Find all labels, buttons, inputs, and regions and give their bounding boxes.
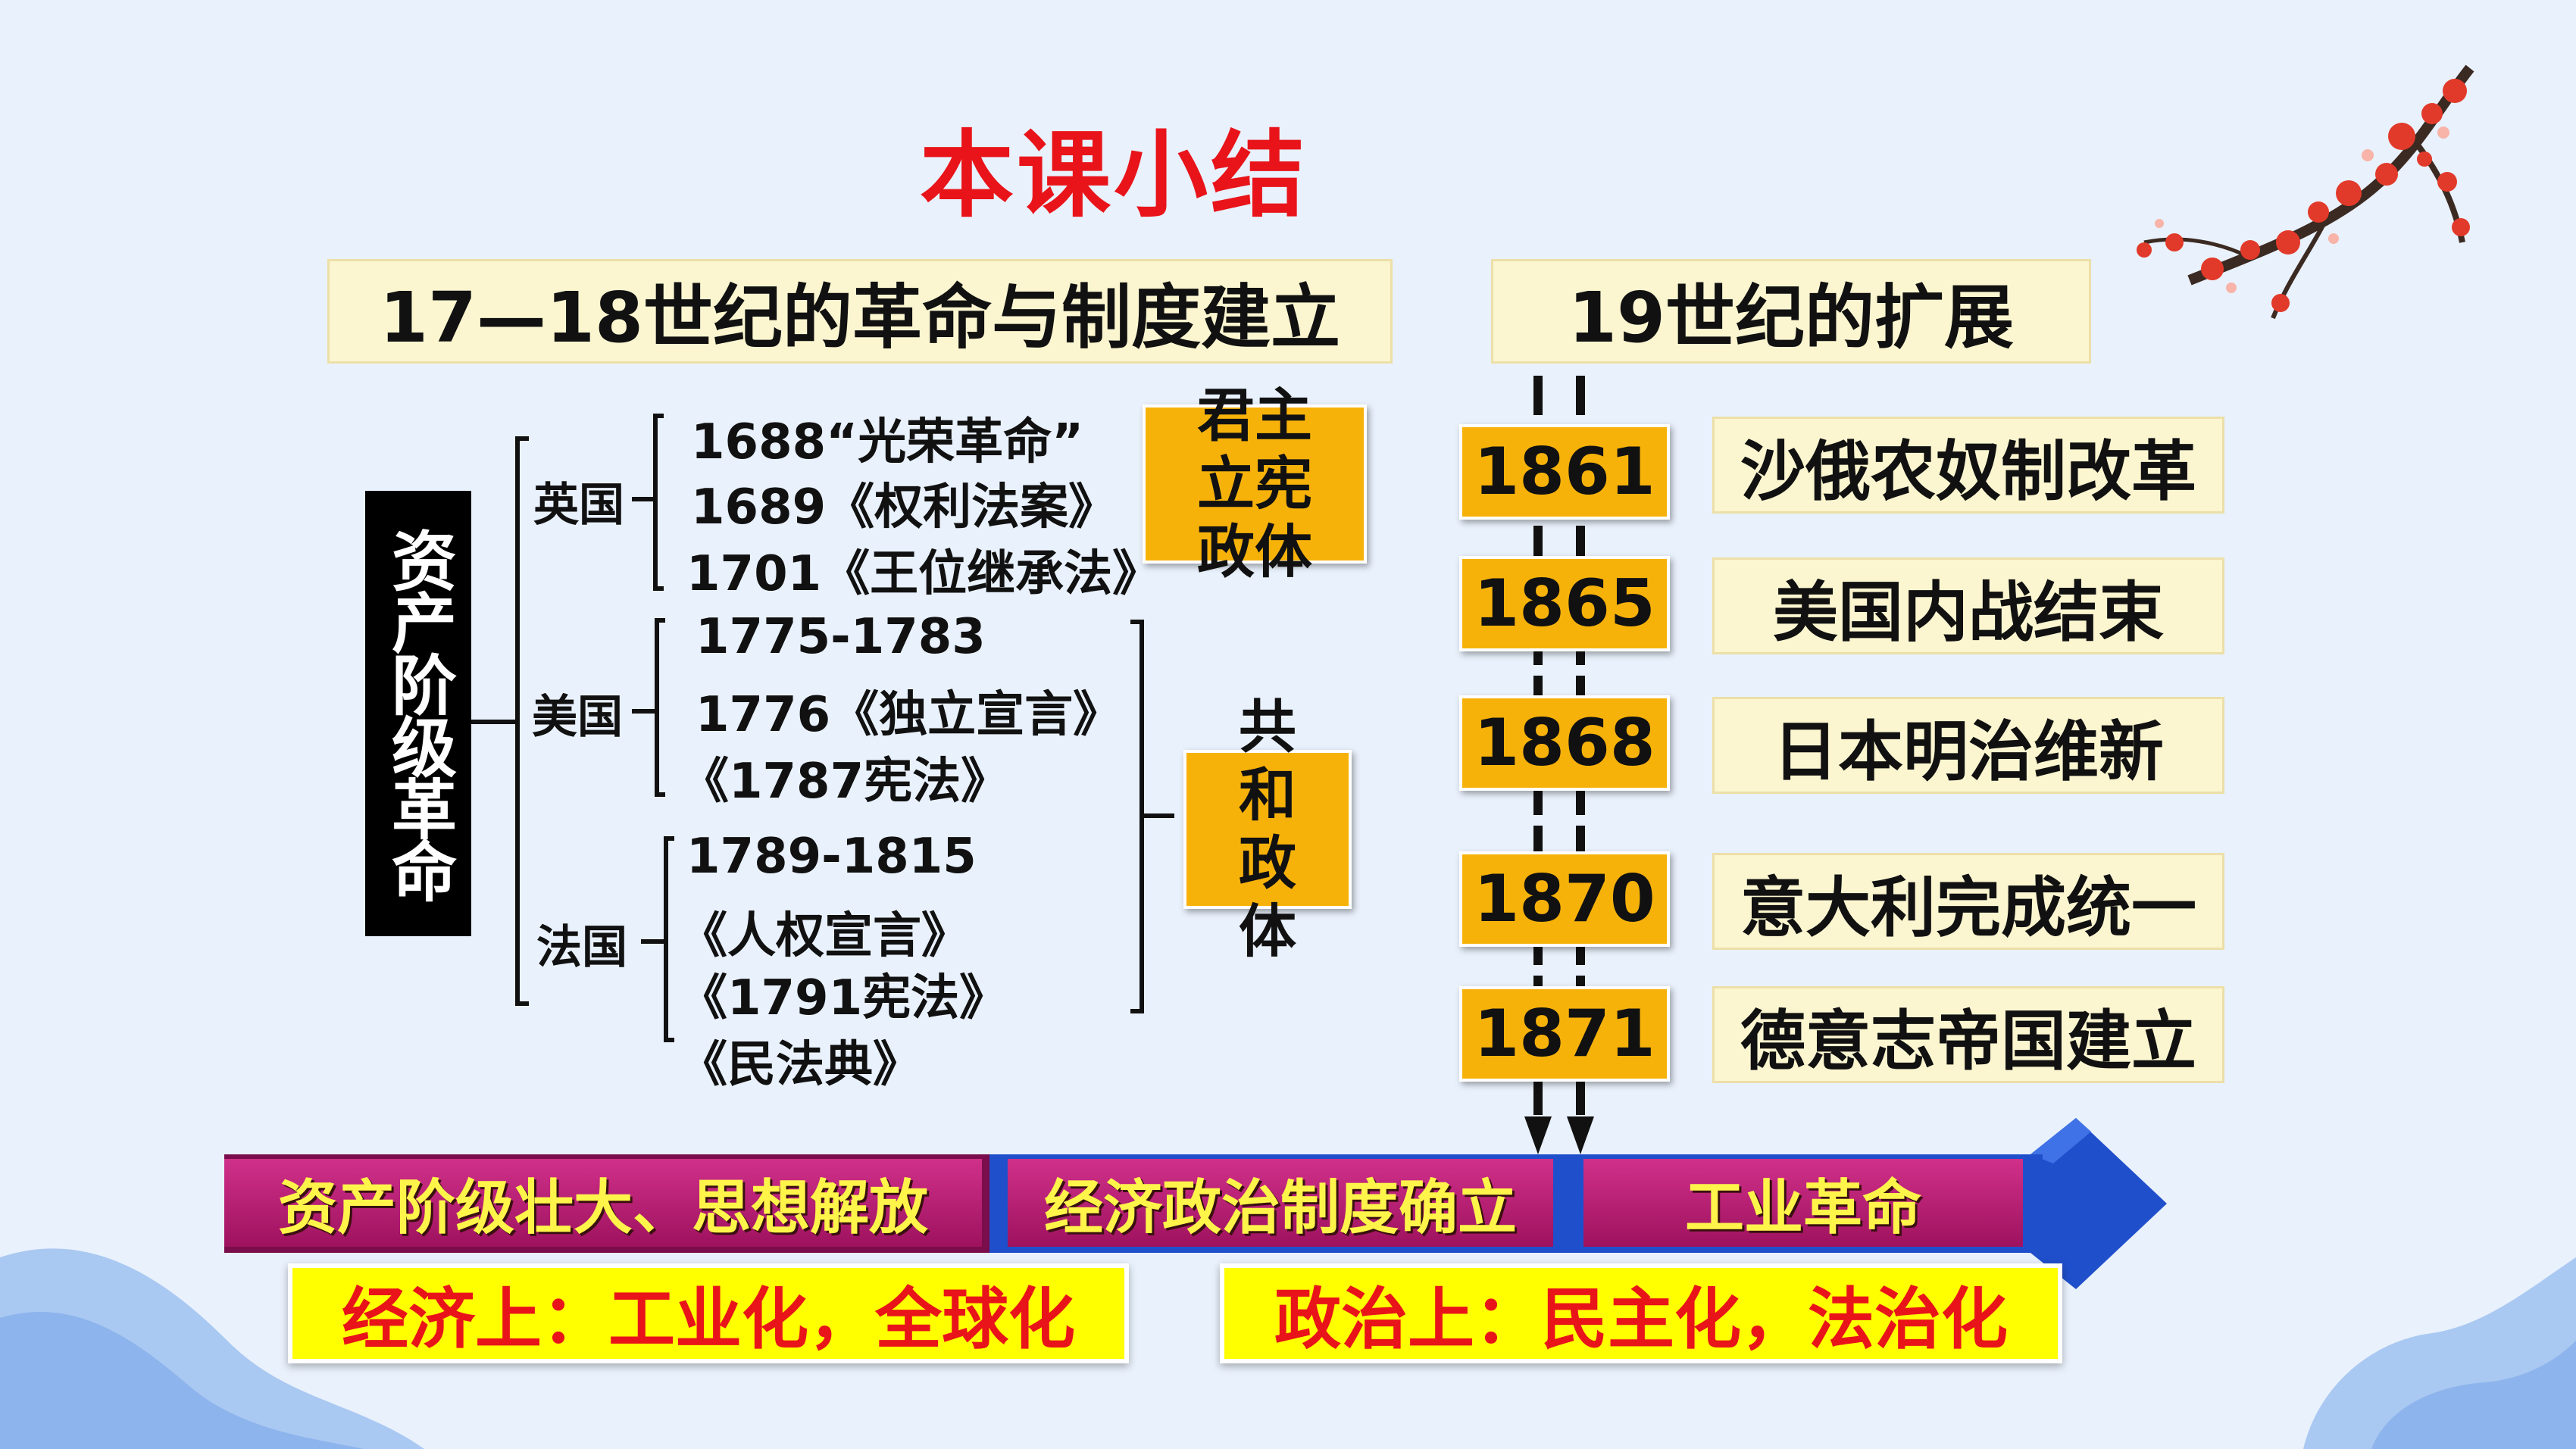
bracket-tick — [653, 414, 664, 418]
bracket-tick — [664, 1038, 674, 1042]
page-title: 本课小结 — [919, 121, 1308, 230]
connector-line — [641, 939, 665, 944]
event-box: 意大利完成统一 — [1712, 853, 2224, 950]
france-item: 《民法典》 — [679, 1037, 921, 1093]
bracket-tick — [1130, 620, 1144, 624]
country-usa: 美国 — [532, 691, 623, 744]
usa-item: 《1787宪法》 — [680, 754, 1010, 810]
bracket-tick — [655, 792, 665, 797]
timeline-arrowheads — [1524, 1116, 1594, 1154]
bracket-england — [653, 414, 658, 591]
band-segment-3: 工业革命 — [1583, 1159, 2023, 1247]
economic-summary-box: 经济上：工业化，全球化 — [288, 1263, 1129, 1363]
bracket-france — [664, 836, 668, 1042]
right-section-header: 19世纪的扩展 — [1491, 259, 2091, 364]
constitutional-monarchy-box: 君主立宪政体 — [1143, 382, 1367, 586]
left-section-header: 17—18世纪的革命与制度建立 — [327, 259, 1393, 364]
event-box: 德意志帝国建立 — [1712, 986, 2224, 1083]
event-box: 日本明治维新 — [1712, 697, 2224, 794]
bracket-tick — [664, 836, 674, 841]
republic-bracket — [1140, 620, 1144, 1013]
france-item: 《人权宣言》 — [679, 908, 970, 964]
england-item: 1689《权利法案》 — [691, 479, 1118, 536]
connector-line — [1143, 814, 1174, 818]
political-summary-box: 政治上：民主化，法治化 — [1220, 1263, 2062, 1363]
usa-item: 1775-1783 — [696, 609, 986, 665]
connector-line — [632, 497, 655, 501]
plum-blossom-decoration — [2137, 64, 2474, 320]
bracket-tick — [515, 436, 529, 441]
bracket-tick — [653, 586, 664, 591]
usa-item: 1776《独立宣言》 — [696, 687, 1122, 743]
year-box: 1868 — [1459, 695, 1670, 791]
event-box: 美国内战结束 — [1712, 557, 2224, 654]
bourgeois-revolution-label: 资产阶级革命 — [365, 491, 471, 936]
bracket-tick — [1130, 1009, 1144, 1013]
country-france: 法国 — [536, 921, 627, 974]
france-item: 《1791宪法》 — [679, 970, 1008, 1026]
bracket-usa — [655, 618, 659, 797]
main-bracket — [515, 436, 520, 1006]
england-item: 1701《王位继承法》 — [686, 546, 1161, 602]
connector-line — [632, 709, 655, 714]
wave-decoration-left — [0, 1248, 424, 1449]
band-segment-1: 资产阶级壮大、思想解放 — [224, 1159, 982, 1247]
year-box: 1865 — [1459, 556, 1670, 651]
year-box: 1870 — [1459, 851, 1670, 947]
wave-decoration-right — [2303, 1257, 2576, 1449]
band-segment-2: 经济政治制度确立 — [1008, 1159, 1553, 1247]
event-box: 沙俄农奴制改革 — [1712, 417, 2224, 514]
bracket-tick — [515, 1001, 529, 1006]
bracket-tick — [655, 618, 665, 623]
england-item: 1688“光荣革命” — [691, 414, 1084, 470]
republic-box: 共和政体 — [1183, 693, 1352, 965]
year-box: 1871 — [1459, 986, 1670, 1082]
year-box: 1861 — [1459, 424, 1670, 520]
france-item: 1789-1815 — [686, 829, 977, 885]
connector-line — [471, 720, 517, 724]
country-england: 英国 — [533, 479, 624, 532]
